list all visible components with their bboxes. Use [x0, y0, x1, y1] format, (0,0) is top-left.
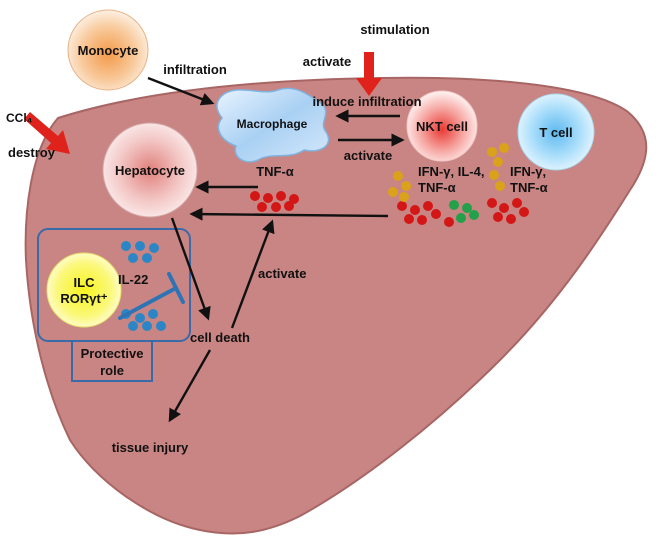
nkt-gold-dot [399, 192, 409, 202]
nkt-green-dot [469, 210, 479, 220]
ilc-label-line1: ILC [74, 275, 96, 290]
nkt-red-dot [397, 201, 407, 211]
nkt-red-dot [423, 201, 433, 211]
tnf-dot [250, 191, 260, 201]
t-cytokines-line2: TNF-α [510, 180, 548, 195]
tcell-gold-dot [487, 147, 497, 157]
nkt-green-dot [462, 203, 472, 213]
nkt-red-dot [431, 209, 441, 219]
ccl4-red-arrow [24, 112, 70, 154]
tnf-dot [271, 202, 281, 212]
cell-death-label: cell death [190, 330, 250, 345]
nkt-gold-dot [401, 181, 411, 191]
nkt-cell [406, 90, 478, 162]
inhibit-il22-shaft [118, 286, 178, 320]
ccl4-label: CCl₄ [6, 111, 33, 125]
induce-infiltration-label: induce infiltration [312, 94, 421, 109]
tcell-red-dot [506, 214, 516, 224]
monocyte-label: Monocyte [78, 43, 139, 58]
tnf-dot [257, 202, 267, 212]
il22-label: IL-22 [118, 272, 148, 287]
tissue-injury-label: tissue injury [112, 440, 189, 455]
il22-blue-dot [156, 321, 166, 331]
macrophage-cell [216, 87, 330, 163]
ilc-label-line2: RORγt⁺ [60, 291, 107, 306]
monocyte-cell [67, 9, 149, 91]
nkt-green-dot [456, 213, 466, 223]
il22-blue-dot [142, 253, 152, 263]
tcell-gold-dot [489, 170, 499, 180]
tnf-dot [289, 194, 299, 204]
nkt-gold-dot [388, 187, 398, 197]
hepatocyte-cell [102, 122, 198, 218]
destroy-label: destroy [8, 145, 56, 160]
nkt-label: NKT cell [416, 119, 468, 134]
t-cell [517, 93, 595, 171]
il22-blue-dot [135, 313, 145, 323]
nkt-cytokines-line2: TNF-α [418, 180, 456, 195]
tcell-red-dot [499, 203, 509, 213]
stimulation-label: stimulation [360, 22, 429, 37]
tnf-dot [284, 201, 294, 211]
tnf-dot [263, 193, 273, 203]
tnf-dot [276, 191, 286, 201]
arrow-cell-death-activate-macrophage [230, 219, 275, 329]
tcell-gold-dot [493, 157, 503, 167]
nkt-red-dot [417, 215, 427, 225]
protective-role-line1: Protective [81, 346, 144, 361]
tcell-label: T cell [539, 125, 572, 140]
activate-top-label: activate [303, 54, 351, 69]
stimulation-red-arrow [356, 52, 382, 96]
il22-blue-dot [135, 241, 145, 251]
ilc-cell [46, 252, 122, 328]
protective-role-line2: role [100, 363, 124, 378]
tcell-gold-dot [499, 143, 509, 153]
nkt-red-dot [404, 214, 414, 224]
arrow-hepatocyte-to-cell-death [170, 217, 211, 321]
il22-blue-dot [128, 321, 138, 331]
nkt-green-dot [449, 200, 459, 210]
tcell-gold-dot [495, 181, 505, 191]
tcell-red-dot [487, 198, 497, 208]
infiltration-label: infiltration [163, 62, 227, 77]
il22-blue-dot [121, 241, 131, 251]
t-cytokines-line1: IFN-γ, [510, 164, 546, 179]
hepatocyte-label: Hepatocyte [115, 163, 185, 178]
arrow-monocyte-to-macrophage [147, 76, 215, 106]
tnf-macrophage-label: TNF-α [256, 164, 294, 179]
arrow-cell-death-to-tissue-injury [168, 349, 212, 423]
nkt-red-dot [410, 205, 420, 215]
il22-blue-dot [148, 309, 158, 319]
nkt-red-dot [444, 217, 454, 227]
tcell-red-dot [512, 198, 522, 208]
nkt-cytokines-line1: IFN-γ, IL-4, [418, 164, 484, 179]
macrophage-label: Macrophage [237, 117, 308, 131]
protective-role-label-box [71, 340, 153, 382]
arrows [118, 76, 405, 423]
nkt-gold-dot [393, 171, 403, 181]
il22-blue-dot [149, 243, 159, 253]
activate-mid-label: activate [344, 148, 392, 163]
il22-blue-dot [142, 321, 152, 331]
tcell-red-dot [493, 212, 503, 222]
inhibit-il22-bar [167, 272, 185, 304]
arrow-cytokines-to-hepatocyte [189, 207, 389, 221]
activate-low-label: activate [258, 266, 306, 281]
tcell-red-dot [519, 207, 529, 217]
cytokine-particles [121, 143, 529, 331]
il22-blue-dot [128, 253, 138, 263]
